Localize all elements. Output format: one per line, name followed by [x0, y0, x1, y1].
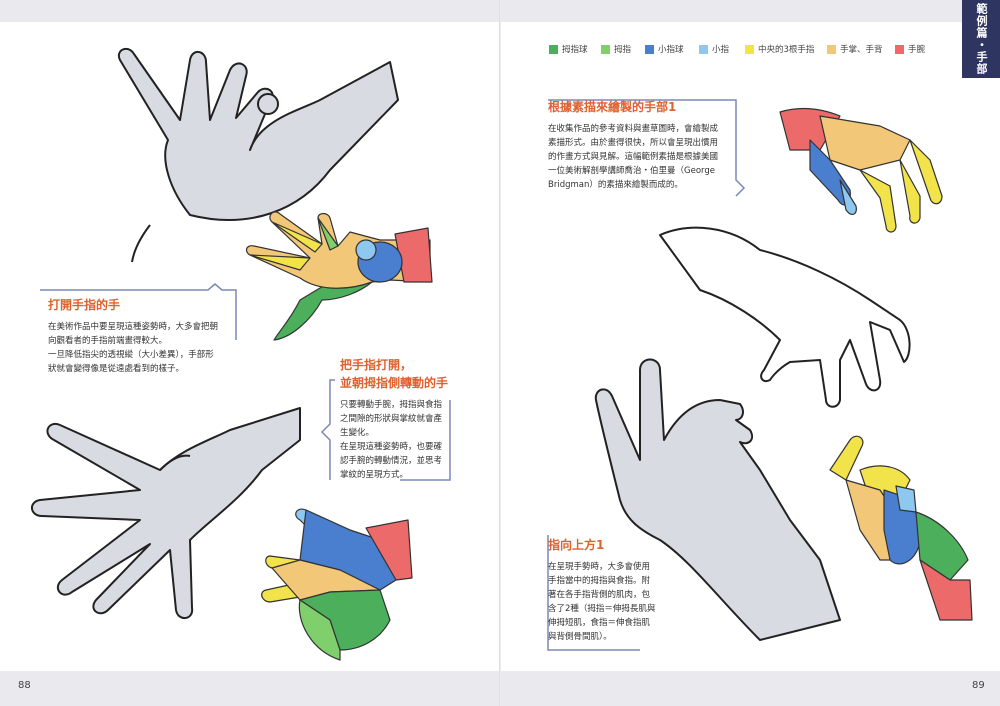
- note-body: 在美術作品中要呈現這種姿勢時，大多會把朝 向觀看者的手指前端畫得較大。 一旦降低…: [48, 322, 219, 374]
- legend-item: 小指: [699, 42, 745, 56]
- legend-swatch: [827, 44, 836, 54]
- legend-swatch: [745, 44, 754, 54]
- legend-swatch: [699, 44, 708, 54]
- note-open-fingers: 打開手指的手 在美術作品中要呈現這種姿勢時，大多會把朝 向觀看者的手指前端畫得較…: [48, 296, 238, 376]
- note-body: 在呈現手勢時，大多會使用 手指當中的拇指與食指。附 著在各手指背側的肌肉，包 含…: [548, 562, 656, 642]
- legend-item: 手掌、手背: [827, 42, 895, 56]
- note-sketch-based: 根據素描來繪製的手部1 在收集作品的參考資料與畫草圖時，會繪製成 素描形式。由於…: [548, 98, 738, 192]
- colored-hand-top-right: [779, 107, 943, 233]
- page-number-right: 89: [972, 680, 985, 691]
- relaxed-hand-right: [659, 226, 911, 408]
- color-legend: 拇指球 拇指 小指球 小指 中央的3根手指 手掌、手背 手腕: [549, 42, 949, 56]
- note-body: 在收集作品的參考資料與畫草圖時，會繪製成 素描形式。由於畫得很快，所以會呈現出慣…: [548, 124, 719, 190]
- pointing-hand-right: [594, 358, 841, 641]
- legend-item: 手腕: [895, 42, 939, 56]
- section-tab: 範例篇・手部: [962, 0, 1000, 78]
- note-title-line2: 並朝拇指側轉動的手: [340, 376, 449, 390]
- open-hand-top-left: [117, 47, 399, 263]
- note-title: 指向上方1: [548, 538, 605, 552]
- note-spread-thumb: 把手指打開， 並朝拇指側轉動的手 只要轉動手腕，拇指與食指 之間隙的形狀與掌紋就…: [340, 356, 458, 482]
- legend-item: 小指球: [645, 42, 699, 56]
- page-gutter: [499, 0, 501, 706]
- legend-item: 中央的3根手指: [745, 42, 827, 56]
- note-body: 只要轉動手腕，拇指與食指 之間隙的形狀與掌紋就會產 生變化。 在呈現這種姿勢時，…: [340, 400, 443, 480]
- legend-swatch: [601, 44, 610, 54]
- legend-swatch: [895, 44, 904, 54]
- legend-swatch: [549, 44, 558, 54]
- note-title-line1: 把手指打開，: [340, 358, 413, 372]
- note-title: 根據素描來繪製的手部1: [548, 100, 677, 114]
- open-hand-bottom-left: [31, 407, 301, 619]
- bracket-lines: [40, 99, 746, 651]
- note-title: 打開手指的手: [48, 298, 121, 312]
- colored-hand-mid-left: [245, 211, 433, 341]
- page-number-left: 88: [18, 680, 31, 691]
- legend-swatch: [645, 44, 654, 54]
- note-pointing-up: 指向上方1 在呈現手勢時，大多會使用 手指當中的拇指與食指。附 著在各手指背側的…: [548, 536, 666, 644]
- legend-item: 拇指: [601, 42, 645, 56]
- colored-hand-bottom-right: [829, 435, 973, 621]
- colored-hand-bottom-center: [261, 508, 413, 661]
- legend-item: 拇指球: [549, 42, 601, 56]
